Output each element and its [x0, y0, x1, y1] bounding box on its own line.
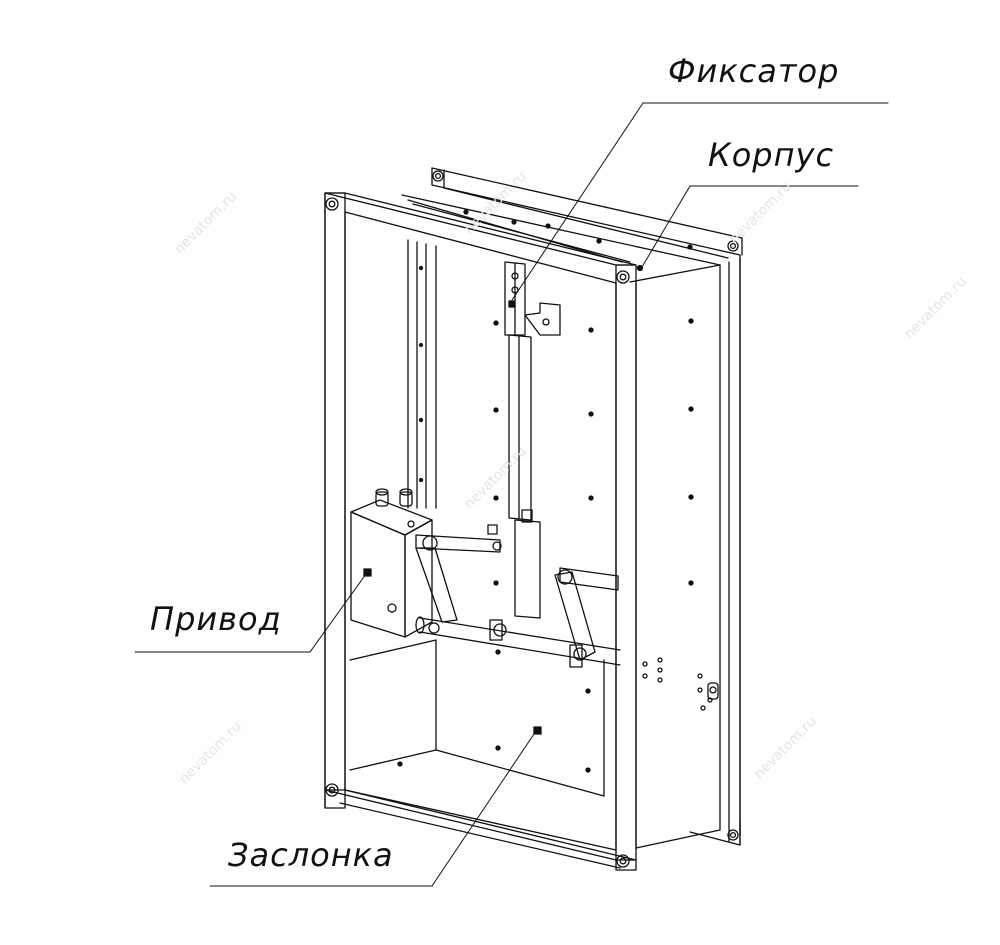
left-post [350, 240, 436, 660]
leader-lines [135, 103, 888, 886]
rear-flange [432, 168, 742, 845]
label-fixator: Фиксатор [668, 52, 840, 90]
drive-box [351, 488, 432, 637]
linkage [415, 535, 620, 667]
label-body: Корпус [708, 136, 835, 174]
label-damper: Заслонка [228, 836, 394, 874]
fixator-assembly [488, 262, 560, 618]
front-frame [325, 193, 636, 870]
label-drive: Привод [150, 600, 282, 638]
